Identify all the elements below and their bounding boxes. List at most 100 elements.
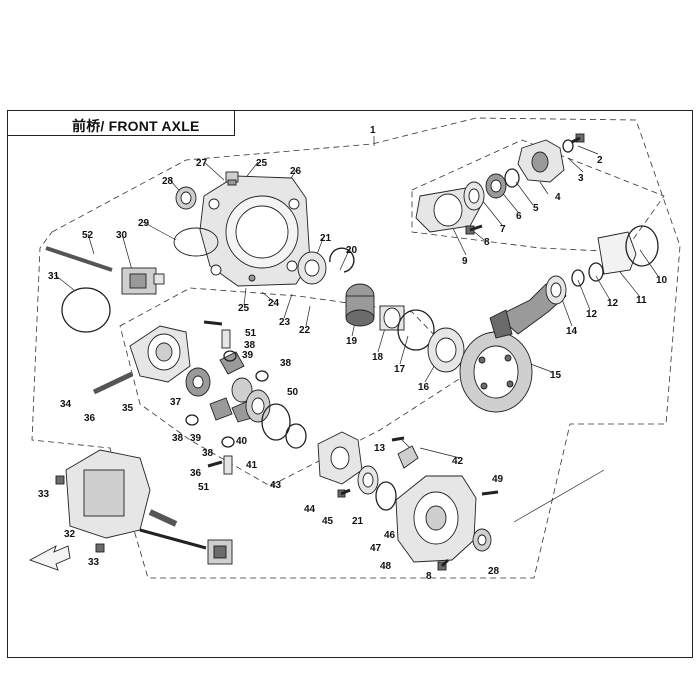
page-title: 前桥/ FRONT AXLE: [72, 118, 200, 134]
callout-label: 6: [516, 211, 522, 222]
bolt-8-lower: [437, 558, 450, 571]
bolt-33-lower: [95, 543, 105, 553]
bolt-33-upper: [55, 475, 65, 485]
callout-label: 28: [162, 176, 174, 187]
needle-bearing: [379, 305, 405, 331]
leader-lines: [54, 136, 659, 523]
callout-label: 21: [320, 233, 332, 244]
fill-plug: [225, 171, 239, 186]
o-ring-31: [61, 287, 111, 333]
callout-label: 34: [60, 399, 72, 410]
callout-label: 37: [170, 397, 182, 408]
callout-label: 38: [202, 448, 214, 459]
callout-label: 52: [82, 230, 94, 241]
snap-ring: [329, 247, 355, 273]
washer-38c: [185, 414, 199, 426]
callout-label: 29: [138, 218, 150, 229]
callout-label: 33: [88, 557, 100, 568]
seal-6: [485, 173, 507, 199]
rear-housing: [395, 475, 477, 563]
splined-gear: [345, 283, 375, 327]
callout-label: 13: [374, 443, 386, 454]
callout-label: 42: [452, 456, 464, 467]
callout-label: 20: [346, 245, 358, 256]
bearing-upper: [297, 251, 327, 285]
o-ring-29: [173, 227, 219, 257]
callout-label: 25: [256, 158, 268, 169]
callout-label: 51: [245, 328, 257, 339]
callout-label: 40: [236, 436, 248, 447]
pin-36-upper: [203, 320, 223, 326]
callout-label: 1: [370, 125, 376, 136]
gasket-41: [261, 403, 291, 441]
callout-label: 8: [484, 237, 490, 248]
callout-label: 38: [172, 433, 184, 444]
callout-label: 4: [555, 192, 561, 203]
callout-label: 27: [196, 158, 208, 169]
washer-38a: [223, 350, 237, 362]
differential-case: [129, 325, 191, 383]
callout-label: 14: [566, 326, 578, 337]
callout-label: 36: [190, 468, 202, 479]
parts: [28, 133, 659, 571]
o-ring-43: [285, 423, 307, 449]
callout-label: 33: [38, 489, 50, 500]
callout-label: 49: [492, 474, 504, 485]
callout-label: 32: [64, 529, 76, 540]
title-box: [7, 110, 235, 136]
o-ring-46: [375, 481, 397, 511]
differential-subgroup-boundary: [119, 287, 471, 487]
cover-11: [597, 231, 637, 275]
actuator: [121, 267, 165, 295]
callout-label: 36: [84, 413, 96, 424]
bolt-8-upper: [465, 224, 483, 235]
shift-motor: [65, 449, 233, 565]
oil-seal-lower: [472, 528, 492, 552]
callout-label: 39: [242, 350, 254, 361]
callout-label: 19: [346, 336, 358, 347]
callout-label: 39: [190, 433, 202, 444]
callout-label: 5: [533, 203, 539, 214]
shim-12a: [571, 269, 585, 287]
callout-label: 47: [370, 543, 382, 554]
o-ring-10: [625, 225, 659, 267]
callout-label: 48: [380, 561, 392, 572]
callout-label: 9: [462, 256, 468, 267]
callout-label: 7: [500, 224, 506, 235]
callout-label: 2: [597, 155, 603, 166]
callout-label: 44: [304, 504, 316, 515]
ring-gear: [459, 331, 533, 413]
callout-label: 11: [636, 295, 647, 306]
o-ring-17: [397, 309, 435, 351]
bearing-7: [463, 181, 485, 211]
callout-label: 31: [48, 271, 60, 282]
main-housing: [199, 175, 311, 287]
pin-36-lower: [207, 460, 223, 468]
side-gear: [185, 367, 211, 397]
callout-labels: 1 2 3 4 5 6 7 8 9 10 11 12 12 14 15 16 1…: [38, 125, 668, 582]
callout-label: 24: [268, 298, 280, 309]
pin-51-lower: [223, 455, 233, 475]
bearing-16: [427, 327, 465, 373]
bearing-14: [545, 275, 567, 305]
shim-12b: [588, 262, 604, 282]
callout-label: 22: [299, 325, 311, 336]
callout-label: 51: [198, 482, 210, 493]
pin-rod: [45, 246, 113, 272]
callout-label: 8: [426, 571, 432, 582]
callout-label: 46: [384, 530, 396, 541]
diagram-frame: [7, 110, 693, 658]
bearing-lower: [357, 465, 379, 495]
bolt-2: [571, 133, 585, 144]
callout-label: 43: [270, 480, 282, 491]
callout-label: 16: [418, 382, 430, 393]
callout-label: 45: [322, 516, 334, 527]
cover-plate: [317, 431, 363, 485]
callout-label: 18: [372, 352, 384, 363]
callout-label: 38: [244, 340, 256, 351]
bolt-45: [337, 488, 351, 498]
callout-label: 50: [287, 387, 299, 398]
oil-seal-upper: [175, 186, 197, 210]
callout-label: 28: [488, 566, 500, 577]
